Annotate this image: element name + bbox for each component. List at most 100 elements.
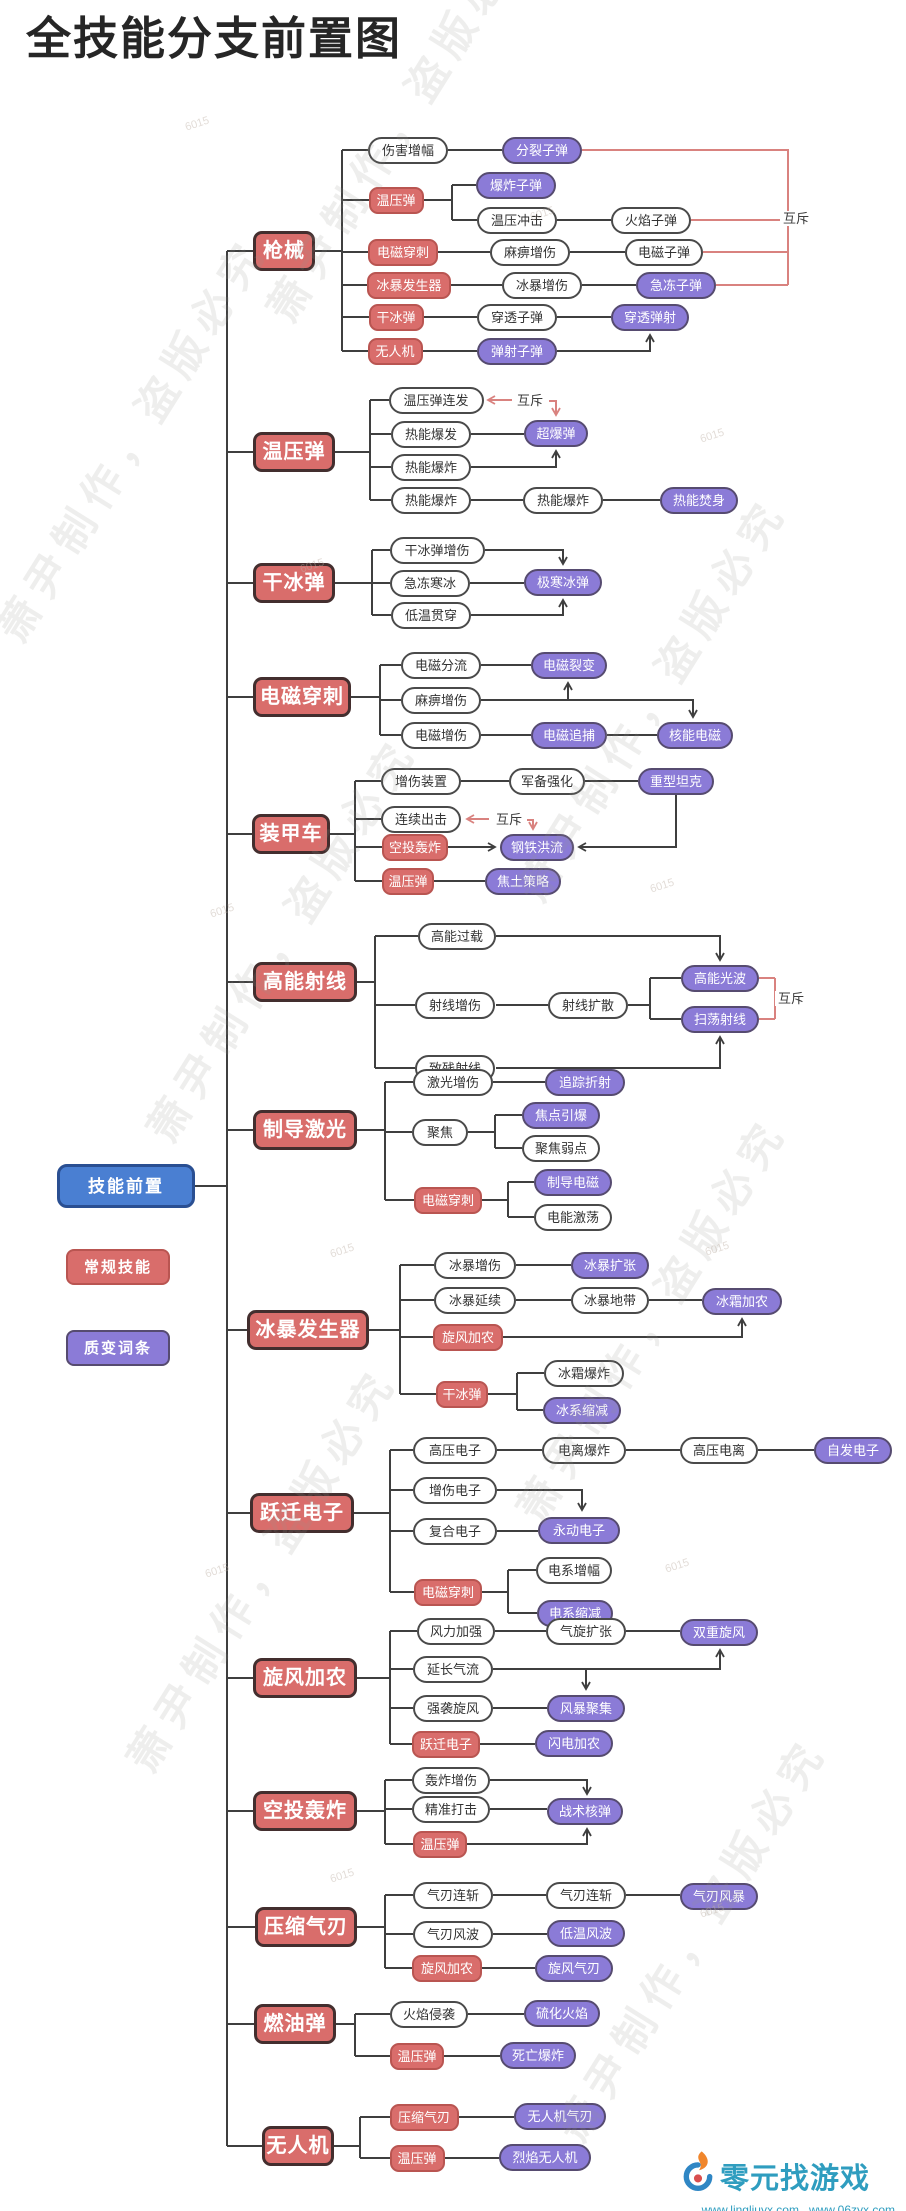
- skill-node: 轰炸增伤: [412, 1766, 490, 1794]
- skill-node: 高压电离: [680, 1436, 758, 1464]
- skill-node: 电离爆炸: [542, 1436, 626, 1464]
- skill-node-red: 电磁穿刺: [368, 238, 438, 266]
- skill-node: 低温贯穿: [391, 601, 471, 629]
- skill-node: 温压弹连发: [388, 386, 484, 414]
- mutex-label: 互斥: [775, 991, 808, 1006]
- mutation-node: 极寒冰弹: [524, 568, 602, 596]
- mutation-node: 分裂子弹: [502, 136, 582, 164]
- branch-node: 旋风加农: [253, 1658, 357, 1698]
- branch-node: 枪械: [253, 231, 315, 271]
- mutation-node: 死亡爆炸: [500, 2041, 576, 2069]
- skill-node-red: 旋风加农: [412, 1954, 482, 1982]
- mutation-node: 穿透弹射: [611, 303, 689, 331]
- skill-node: 麻痹增伤: [401, 686, 481, 714]
- mutation-node: 气刃风暴: [680, 1882, 758, 1910]
- skill-node-red: 温压弹: [389, 2144, 445, 2172]
- branch-node: 跃迁电子: [250, 1493, 354, 1533]
- skill-node: 冰暴增伤: [434, 1251, 516, 1279]
- skill-node: 冰暴地带: [571, 1286, 649, 1314]
- mutation-node: 双重旋风: [680, 1618, 758, 1646]
- logo-text: 零元找游戏: [720, 2162, 871, 2195]
- skill-node: 冰暴延续: [434, 1286, 516, 1314]
- mutation-node: 热能焚身: [660, 486, 738, 514]
- skill-node: 冰霜爆炸: [544, 1359, 624, 1387]
- mutation-node: 冰霜加农: [702, 1287, 782, 1315]
- mutation-node: 扫荡射线: [681, 1005, 759, 1033]
- mutation-node: 追踪折射: [545, 1068, 625, 1096]
- branch-node: 制导激光: [253, 1110, 357, 1150]
- skill-node: 穿透子弹: [477, 303, 557, 331]
- mutation-node: 闪电加农: [535, 1729, 613, 1757]
- mutation-node: 弹射子弹: [477, 337, 557, 365]
- skill-node: 高能过载: [418, 922, 496, 950]
- skill-node-red: 温压弹: [368, 186, 424, 214]
- branch-node: 燃油弹: [254, 2004, 336, 2044]
- root-node: 技能前置: [57, 1164, 195, 1208]
- legend-mutation-entry: 质变词条: [66, 1330, 170, 1366]
- legend-regular-skill: 常规技能: [66, 1249, 170, 1285]
- skill-node-red: 无人机: [367, 337, 423, 365]
- skill-node: 激光增伤: [413, 1068, 493, 1096]
- skill-node: 火焰侵袭: [390, 2000, 468, 2028]
- skill-node: 伤害增幅: [368, 136, 448, 164]
- skill-node-red: 电磁穿刺: [414, 1578, 482, 1606]
- branch-node: 无人机: [262, 2126, 334, 2166]
- skill-node: 麻痹增伤: [490, 238, 570, 266]
- skill-node-red: 冰暴发生器: [367, 271, 451, 299]
- mutex-label: 互斥: [514, 393, 547, 408]
- mutex-label: 互斥: [493, 812, 526, 827]
- skill-node: 射线扩散: [548, 991, 628, 1019]
- skill-node-red: 旋风加农: [433, 1323, 503, 1351]
- mutation-node: 硫化火焰: [524, 1999, 600, 2027]
- skill-node: 热能爆发: [391, 420, 471, 448]
- flame-swirl-icon: [680, 2150, 716, 2201]
- skill-node: 高压电子: [413, 1436, 497, 1464]
- skill-node: 电磁子弹: [625, 238, 703, 266]
- branch-node: 冰暴发生器: [247, 1310, 369, 1350]
- skill-node: 温压冲击: [477, 206, 557, 234]
- mutation-node: 钢铁洪流: [500, 833, 574, 861]
- mutation-node: 爆炸子弹: [476, 171, 556, 199]
- mutation-node: 急冻子弹: [636, 271, 716, 299]
- logo-url-1: www.lingliuyx.com: [701, 2203, 799, 2211]
- mutation-node: 烈焰无人机: [499, 2143, 591, 2171]
- skill-node-red: 电磁穿刺: [414, 1186, 482, 1214]
- mutation-node: 超爆弹: [524, 419, 588, 447]
- logo-url-2: www.06zyx.com: [808, 2203, 895, 2211]
- skill-node: 射线增伤: [415, 991, 495, 1019]
- mutation-node: 焦土策略: [485, 867, 561, 895]
- mutation-node: 旋风气刃: [535, 1954, 613, 1982]
- skill-node: 电系增幅: [536, 1556, 612, 1584]
- skill-node: 复合电子: [413, 1517, 497, 1545]
- skill-node: 干冰弹增伤: [389, 536, 485, 564]
- skill-node: 气刃连斩: [413, 1881, 493, 1909]
- skill-node-red: 温压弹: [390, 2042, 444, 2070]
- branch-node: 温压弹: [253, 432, 335, 472]
- skill-node-red: 温压弹: [413, 1830, 467, 1858]
- mutation-node: 风暴聚集: [547, 1694, 625, 1722]
- mutation-node: 焦点引爆: [522, 1101, 600, 1129]
- skill-node: 冰暴增伤: [502, 271, 582, 299]
- mutation-node: 冰系缩减: [543, 1396, 621, 1424]
- skill-node: 气刃连斩: [546, 1881, 626, 1909]
- skill-node-red: 空投轰炸: [382, 833, 448, 861]
- skill-node: 气旋扩张: [546, 1617, 626, 1645]
- mutation-node: 低温风波: [547, 1919, 625, 1947]
- branch-node: 空投轰炸: [253, 1791, 357, 1831]
- skill-node: 气刃风波: [413, 1920, 493, 1948]
- branch-node: 干冰弹: [253, 563, 335, 603]
- skill-node: 热能爆炸: [391, 453, 471, 481]
- mutation-node: 电磁裂变: [531, 651, 607, 679]
- mutation-node: 冰暴扩张: [571, 1251, 649, 1279]
- skill-node: 聚焦: [412, 1118, 468, 1146]
- skill-node-red: 温压弹: [382, 867, 434, 895]
- skill-node: 火焰子弹: [611, 206, 691, 234]
- skill-node-red: 干冰弹: [436, 1380, 488, 1408]
- branch-node: 装甲车: [252, 814, 330, 854]
- mutation-node: 制导电磁: [534, 1168, 612, 1196]
- branch-node: 高能射线: [253, 962, 357, 1002]
- skill-node: 连续出击: [381, 805, 461, 833]
- mutex-label: 互斥: [780, 211, 813, 226]
